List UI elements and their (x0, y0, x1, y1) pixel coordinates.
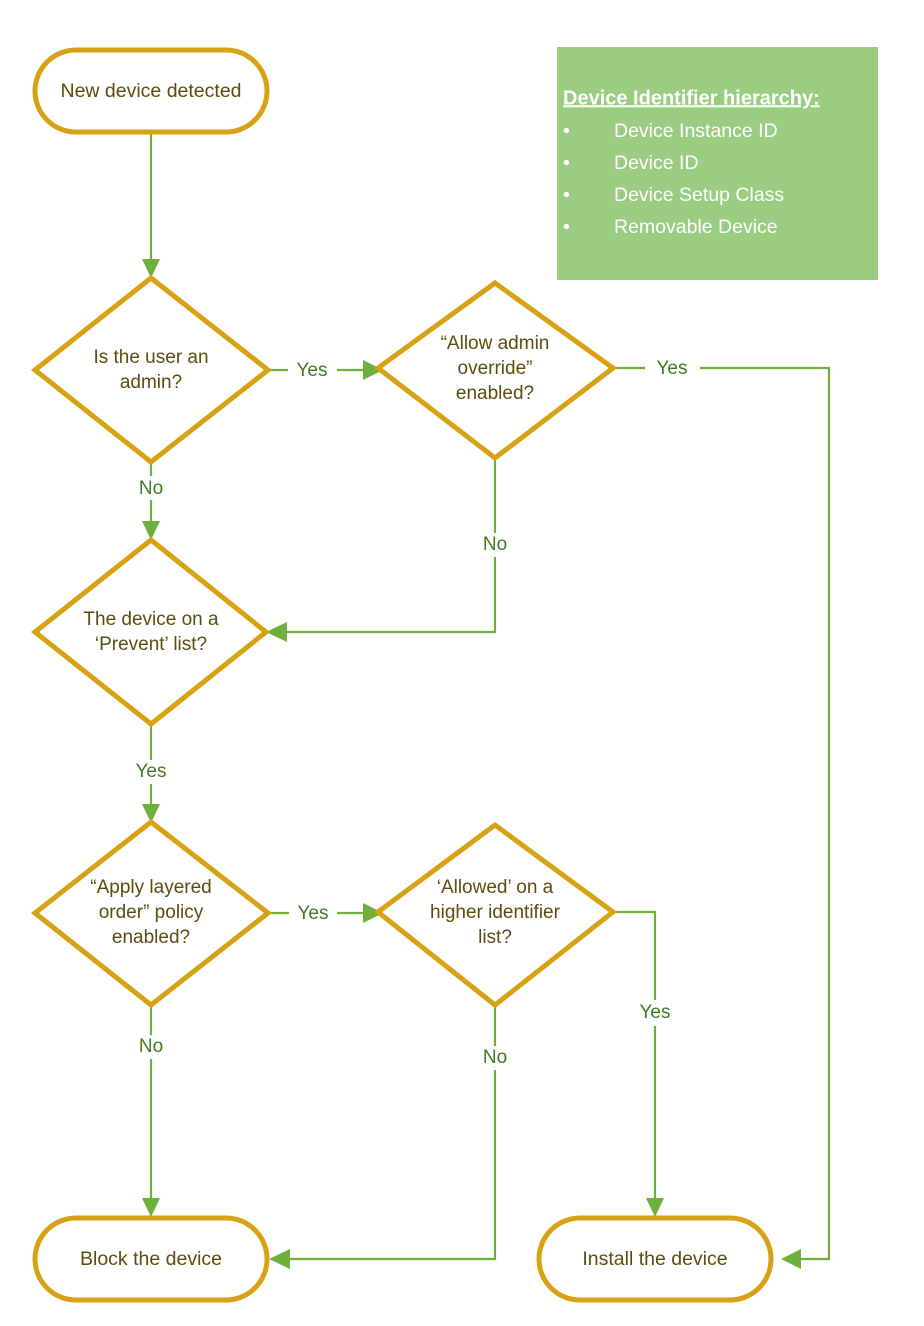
legend-bullet-icon: • (563, 216, 570, 238)
legend-title: Device Identifier hierarchy: (563, 87, 820, 109)
edge-arrowhead (142, 804, 160, 823)
node-allowed-higher-shape (373, 821, 618, 1009)
edge-prevent-list-yes: Yes (136, 725, 167, 823)
legend-background (557, 47, 878, 280)
edge-arrowhead (646, 1198, 664, 1217)
legend-bullet-icon: • (563, 184, 570, 206)
node-layered-order[interactable]: “Apply layered order” policy enabled? (30, 818, 273, 1009)
edge-allowed-higher-yes: Yes (613, 910, 671, 1217)
edge-admin-override-no: No (266, 460, 507, 642)
node-prevent-list-label-line-2: ‘Prevent’ list? (95, 634, 207, 655)
edge-layered-order-yes: Yes (268, 903, 383, 924)
node-allowed-higher[interactable]: ‘Allowed’ on a higher identifier list? (373, 821, 618, 1009)
node-is-admin-label-line-1: Is the user an (93, 347, 208, 368)
edge-start-to-is-admin (142, 133, 160, 278)
legend-item-label: Removable Device (614, 216, 778, 238)
edge-line (700, 366, 831, 1261)
edge-arrowhead (266, 622, 287, 642)
node-allowed-higher-label-line-3: list? (478, 927, 512, 948)
edges-layer: Yes No Yes No (136, 133, 831, 1269)
edge-label-admin-override-yes: Yes (657, 358, 688, 379)
edge-label-layered-order-no: No (139, 1036, 163, 1057)
node-block-shape (32, 1215, 270, 1303)
node-install-label: Install the device (582, 1248, 727, 1270)
legend-item-label: Device Setup Class (614, 184, 784, 206)
legend-bullet-icon: • (563, 152, 570, 174)
node-layered-order-label-line-2: order” policy (99, 902, 204, 923)
edge-layered-order-no: No (139, 1005, 163, 1217)
edge-arrowhead (142, 521, 160, 540)
node-admin-override-label-line-2: override” (458, 358, 533, 379)
legend-item-label: Device Instance ID (614, 120, 778, 142)
edge-label-prevent-list-yes: Yes (136, 761, 167, 782)
node-allowed-higher-label-line-2: higher identifier (430, 902, 561, 923)
legend-list-item: • Device ID (563, 152, 699, 174)
node-admin-override-label-line-1: “Allow admin (441, 333, 550, 354)
node-prevent-list-shape (30, 536, 271, 728)
legend-list-item: • Removable Device (563, 216, 778, 238)
node-allowed-higher-label-line-1: ‘Allowed’ on a (437, 877, 554, 898)
node-start-shape (32, 47, 270, 135)
node-is-admin[interactable]: Is the user an admin? (30, 274, 273, 466)
edge-allowed-higher-no: No (269, 1005, 507, 1269)
node-block[interactable]: Block the device (32, 1215, 270, 1303)
legend-list-item: • Device Instance ID (563, 120, 778, 142)
legend-bullet-icon: • (563, 120, 570, 142)
edge-label-is-admin-no: No (139, 478, 163, 499)
node-install[interactable]: Install the device (536, 1215, 774, 1303)
node-prevent-list-label-line-1: The device on a (83, 609, 219, 630)
edge-label-layered-order-yes: Yes (298, 903, 329, 924)
edge-is-admin-yes: Yes (268, 360, 383, 381)
edge-arrowhead (142, 259, 160, 278)
edge-line (289, 1070, 497, 1261)
node-admin-override-label-line-3: enabled? (456, 383, 534, 404)
edge-label-allowed-higher-yes: Yes (640, 1002, 671, 1023)
node-layered-order-label-line-3: enabled? (112, 927, 190, 948)
edge-arrowhead (269, 1249, 290, 1269)
edge-arrowhead (142, 1198, 160, 1217)
edge-is-admin-no: No (139, 463, 163, 540)
edge-label-is-admin-yes: Yes (297, 360, 328, 381)
edge-arrowhead (363, 360, 383, 380)
edge-arrowhead (781, 1249, 801, 1269)
edge-admin-override-yes: Yes (613, 358, 831, 1269)
node-is-admin-label-line-2: admin? (120, 372, 182, 393)
node-admin-override[interactable]: “Allow admin override” enabled? (373, 279, 618, 462)
legend-panel: Device Identifier hierarchy: • Device In… (557, 47, 878, 280)
node-start[interactable]: New device detected (32, 47, 270, 135)
legend-item-label: Device ID (614, 152, 699, 174)
edge-label-admin-override-no: No (483, 534, 507, 555)
legend-list-item: • Device Setup Class (563, 184, 784, 206)
edge-arrowhead (363, 903, 383, 923)
node-layered-order-label-line-1: “Apply layered (90, 877, 211, 898)
edge-label-allowed-higher-no: No (483, 1047, 507, 1068)
edge-line (286, 557, 497, 634)
node-admin-override-shape (373, 279, 618, 462)
node-prevent-list[interactable]: The device on a ‘Prevent’ list? (30, 536, 271, 728)
node-install-shape (536, 1215, 774, 1303)
node-layered-order-shape (30, 818, 273, 1009)
node-is-admin-shape (30, 274, 273, 466)
edge-line (613, 910, 657, 1000)
node-start-label: New device detected (60, 80, 241, 102)
node-block-label: Block the device (80, 1248, 222, 1270)
